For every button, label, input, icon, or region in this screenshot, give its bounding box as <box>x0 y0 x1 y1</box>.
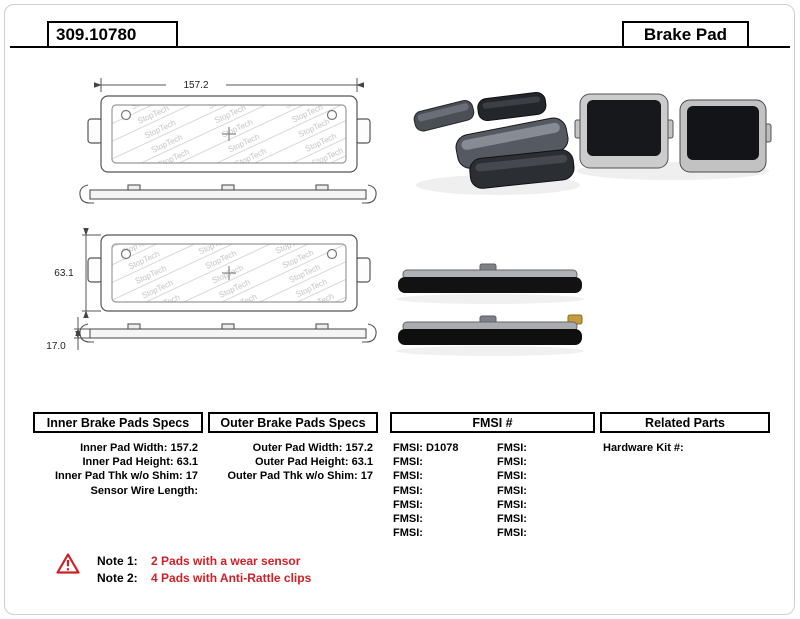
spec-label: Inner Pad Thk w/o Shim: <box>54 470 183 483</box>
fmsi-label: FMSI: <box>393 470 423 483</box>
note-2-text: 4 Pads with Anti-Rattle clips <box>151 571 312 585</box>
note-1-label: Note 1: <box>97 554 138 568</box>
spec-label: Sensor Wire Length: <box>90 484 198 497</box>
header-divider <box>10 46 790 48</box>
spec-value: 157.2 <box>345 442 373 454</box>
fmsi-label: FMSI: <box>497 456 527 469</box>
fmsi-label: FMSI: <box>393 456 423 469</box>
related-parts-header: Related Parts <box>600 412 770 433</box>
photo-pad-angled-1 <box>413 99 475 132</box>
dim-thickness-lines <box>74 317 90 350</box>
spec-label: Outer Pad Width: <box>252 442 343 454</box>
part-number-box: 309.10780 <box>47 21 178 48</box>
note-2-label: Note 2: <box>97 571 138 585</box>
spec-row: Inner Pad Width: 157.2 <box>33 441 198 455</box>
technical-diagram: StopTech 157.2 <box>46 78 772 356</box>
pad-drawing-top <box>87 95 371 173</box>
fmsi-header: FMSI # <box>390 412 595 433</box>
dim-width-label: 157.2 <box>183 80 208 91</box>
fmsi-row: FMSI: <box>393 455 458 469</box>
part-number: 309.10780 <box>56 24 137 44</box>
fmsi-row: FMSI: <box>393 484 458 498</box>
fmsi-row: FMSI: D1078 <box>393 441 458 455</box>
spec-row: Outer Pad Thk w/o Shim: 17 <box>208 469 374 483</box>
photo-pads-front <box>574 93 772 180</box>
photo-pad-angled-4 <box>469 149 575 189</box>
fmsi-label: FMSI: <box>393 527 423 540</box>
spec-row: Inner Pad Thk w/o Shim: 17 <box>33 469 198 483</box>
fmsi-value: D1078 <box>426 442 459 454</box>
fmsi-row: FMSI: <box>497 512 527 526</box>
dim-height-lines <box>82 227 101 319</box>
shim-drawing-2 <box>79 323 377 343</box>
fmsi-row: FMSI: <box>497 469 527 483</box>
pad-drawing-bottom <box>87 234 371 312</box>
spec-row: Sensor Wire Length: <box>33 484 198 498</box>
fmsi-row: FMSI: <box>393 469 458 483</box>
photo-pad-front-2 <box>679 99 772 173</box>
fmsi-row: FMSI: <box>497 498 527 512</box>
spec-row: Hardware Kit #: <box>603 441 684 455</box>
outer-specs-header: Outer Brake Pads Specs <box>208 412 378 433</box>
fmsi-label: FMSI: <box>497 513 527 526</box>
photo-pad-front-1 <box>574 93 674 169</box>
fmsi-row: FMSI: <box>497 484 527 498</box>
spec-row: Outer Pad Width: 157.2 <box>208 441 373 455</box>
spec-label: Inner Pad Width: <box>80 442 168 454</box>
related-parts-column: Hardware Kit #: <box>603 441 684 455</box>
spec-label: Outer Pad Thk w/o Shim: <box>227 470 358 483</box>
fmsi-column-2: FMSI: FMSI: FMSI: FMSI: FMSI: FMSI: FMSI… <box>497 441 527 540</box>
fmsi-label: FMSI: <box>497 484 527 497</box>
note-1: Note 1: 2 Pads with a wear sensor <box>97 554 300 568</box>
fmsi-label: FMSI: <box>497 527 527 540</box>
spec-value: 63.1 <box>351 456 373 469</box>
photo-pads-angled <box>413 91 580 195</box>
related-parts-title: Related Parts <box>645 415 725 430</box>
fmsi-row: FMSI: <box>497 455 527 469</box>
spec-value: 17 <box>360 470 373 483</box>
note-1-text: 2 Pads with a wear sensor <box>151 554 301 568</box>
dim-thickness-label: 17.0 <box>46 341 66 352</box>
product-name-box: Brake Pad <box>622 21 749 48</box>
fmsi-label: FMSI: <box>393 484 423 497</box>
spec-row: Outer Pad Height: 63.1 <box>208 455 373 469</box>
spec-value: 17 <box>185 470 198 483</box>
dim-width-lines <box>93 78 365 92</box>
spec-label: Hardware Kit #: <box>603 442 684 454</box>
fmsi-row: FMSI: <box>497 526 527 540</box>
fmsi-column-1: FMSI: D1078 FMSI: FMSI: FMSI: FMSI: FMSI… <box>393 441 458 540</box>
dim-height-label: 63.1 <box>54 268 74 279</box>
spec-value: 63.1 <box>176 456 198 469</box>
spec-value: 157.2 <box>170 442 198 454</box>
note-2: Note 2: 4 Pads with Anti-Rattle clips <box>97 571 311 585</box>
shim-drawing-1 <box>79 184 377 204</box>
fmsi-row: FMSI: <box>393 498 458 512</box>
outer-specs-column: Outer Pad Width: 157.2 Outer Pad Height:… <box>208 441 374 484</box>
fmsi-label: FMSI: <box>393 513 423 526</box>
fmsi-row: FMSI: <box>497 441 527 455</box>
photo-pad-side-2 <box>396 314 584 356</box>
product-name: Brake Pad <box>643 24 728 44</box>
fmsi-title: FMSI # <box>472 415 513 430</box>
fmsi-label: FMSI: <box>393 442 423 454</box>
fmsi-label: FMSI: <box>393 498 423 511</box>
outer-specs-title: Outer Brake Pads Specs <box>220 415 366 430</box>
spec-label: Inner Pad Height: <box>82 456 174 469</box>
inner-specs-title: Inner Brake Pads Specs <box>46 415 190 430</box>
fmsi-label: FMSI: <box>497 470 527 483</box>
spec-label: Outer Pad Height: <box>255 456 349 469</box>
spec-row: Inner Pad Height: 63.1 <box>33 455 198 469</box>
inner-specs-column: Inner Pad Width: 157.2 Inner Pad Height:… <box>33 441 198 498</box>
fmsi-label: FMSI: <box>497 442 527 454</box>
fmsi-label: FMSI: <box>497 498 527 511</box>
photo-pad-side-1 <box>396 263 584 304</box>
fmsi-row: FMSI: <box>393 526 458 540</box>
warning-icon <box>56 553 80 574</box>
photo-pad-angled-2 <box>477 91 547 122</box>
fmsi-row: FMSI: <box>393 512 458 526</box>
inner-specs-header: Inner Brake Pads Specs <box>33 412 203 433</box>
